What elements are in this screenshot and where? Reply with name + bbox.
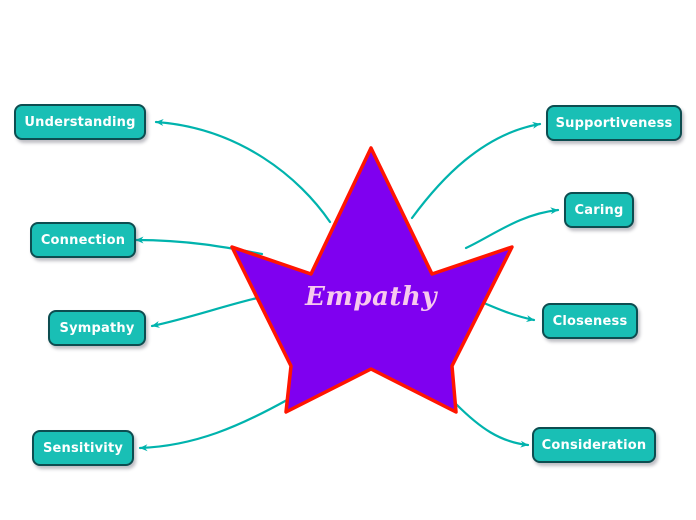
- node-understanding-label: Understanding: [24, 114, 136, 130]
- node-connection[interactable]: Connection: [30, 222, 136, 258]
- node-caring[interactable]: Caring: [564, 192, 634, 228]
- node-sensitivity[interactable]: Sensitivity: [32, 430, 134, 466]
- node-closeness[interactable]: Closeness: [542, 303, 638, 339]
- node-consideration-label: Consideration: [541, 437, 647, 453]
- node-sensitivity-label: Sensitivity: [42, 440, 124, 456]
- node-supportiveness-label: Supportiveness: [555, 115, 673, 131]
- node-sympathy-label: Sympathy: [59, 320, 135, 336]
- connector-sensitivity: [138, 398, 289, 452]
- node-supportiveness[interactable]: Supportiveness: [546, 105, 682, 141]
- node-closeness-label: Closeness: [552, 313, 628, 329]
- node-connection-label: Connection: [40, 232, 126, 248]
- node-understanding[interactable]: Understanding: [14, 104, 146, 140]
- node-consideration[interactable]: Consideration: [532, 427, 656, 463]
- node-sympathy[interactable]: Sympathy: [48, 310, 146, 346]
- connector-understanding: [154, 119, 332, 224]
- center-star-shape: [230, 146, 514, 414]
- connector-supportiveness: [410, 121, 542, 220]
- connector-caring: [464, 207, 560, 250]
- node-caring-label: Caring: [574, 202, 624, 218]
- connector-consideration: [454, 402, 530, 448]
